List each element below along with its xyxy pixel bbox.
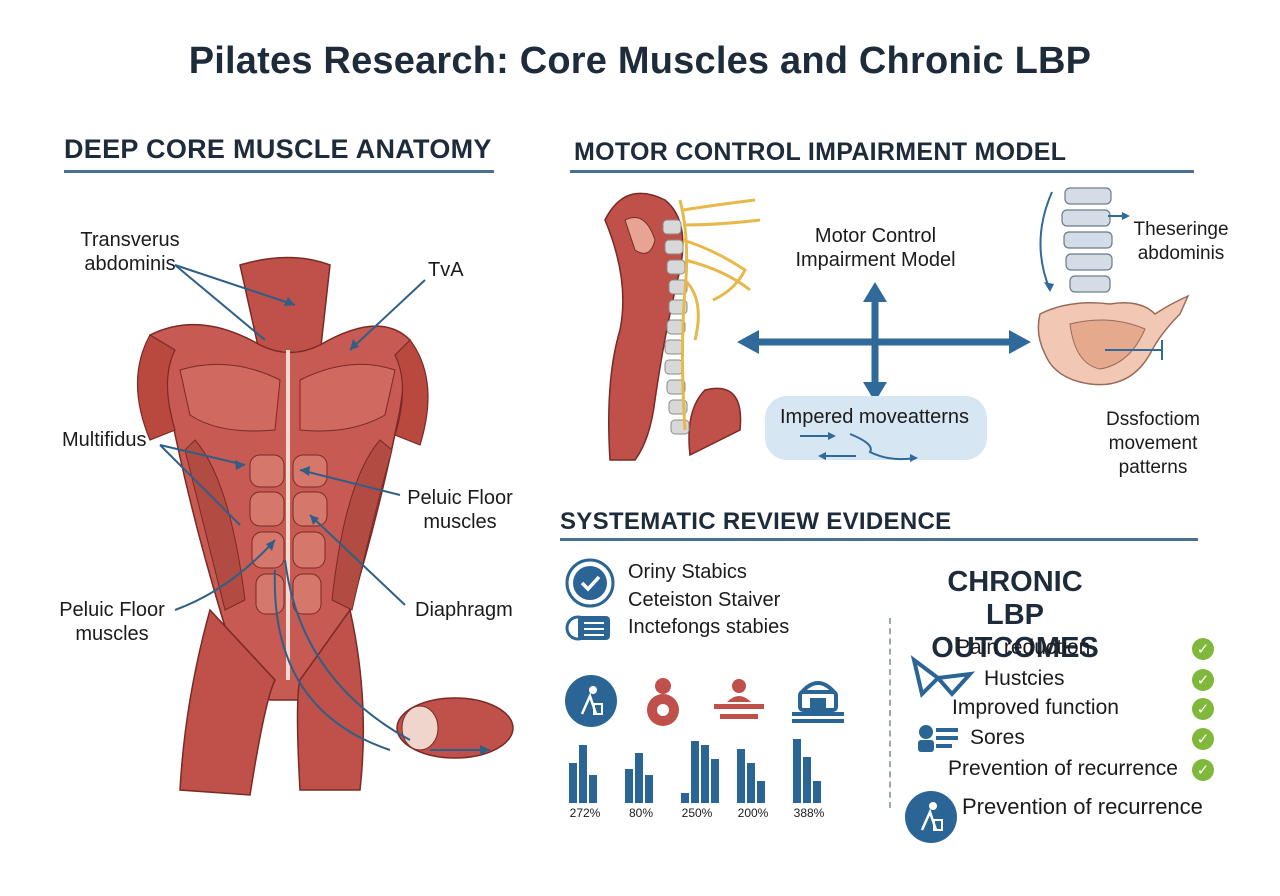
outcome-item-1: Pain reduction <box>956 636 1091 659</box>
bar <box>793 739 801 803</box>
impaired-patterns-box <box>765 396 987 460</box>
bar <box>569 763 577 803</box>
clipboard-icon <box>565 615 610 641</box>
bar <box>635 753 643 803</box>
label-transversus-abdominis: Transverus abdominis <box>80 229 180 275</box>
bar <box>747 763 755 803</box>
evidence-bar-chart <box>569 739 821 803</box>
body-icon <box>647 678 679 726</box>
bar <box>681 793 689 803</box>
outcome-item-3: Improved function <box>952 696 1119 719</box>
anatomy-heading: DEEP CORE MUSCLE ANATOMY <box>64 134 492 164</box>
motor-right-top-label: Theseringe abdominis <box>1133 219 1229 264</box>
outcome-item-4: Sores <box>970 726 1025 749</box>
equipment-icon <box>792 681 844 723</box>
anatomy-heading-rule <box>64 170 494 173</box>
label-diaphragm: Diaphragm <box>415 599 513 621</box>
bar-label: 388% <box>793 806 825 820</box>
bar <box>803 757 811 803</box>
person-icon <box>565 675 617 727</box>
bar <box>645 775 653 803</box>
bar <box>691 741 699 803</box>
outcome-item-2: Hustcies <box>984 667 1065 690</box>
bar-label: 250% <box>681 806 713 820</box>
check-icon: ✓ <box>1192 759 1214 781</box>
review-item-3: Inctefongs stabies <box>628 616 790 638</box>
bar <box>589 775 597 803</box>
arrows-icon <box>910 655 976 698</box>
bar <box>737 749 745 803</box>
label-pelvic-floor-right: Peluic Floor muscles <box>407 487 513 533</box>
check-icon: ✓ <box>1192 669 1214 691</box>
motor-right-bottom-label: Dssfoctiom movement patterns <box>1106 409 1200 478</box>
bar-label: 272% <box>569 806 601 820</box>
review-heading: SYSTEMATIC REVIEW EVIDENCE <box>560 508 952 535</box>
bar <box>579 745 587 803</box>
clipboard-small-icon <box>918 725 958 752</box>
check-circle-icon <box>565 558 615 608</box>
outcome-item-5: Prevention of recurrence <box>948 757 1178 780</box>
review-item-1: Oriny Stabics <box>628 561 747 583</box>
bar <box>701 745 709 803</box>
bar <box>711 759 719 803</box>
outcomes-divider <box>889 618 891 808</box>
pelvis-illustration <box>1037 294 1190 386</box>
outcomes-heading: CHRONIC LBP OUTCOMES <box>931 566 1099 664</box>
label-pelvic-floor-left: Peluic Floor muscles <box>59 599 165 645</box>
bar-label: 200% <box>737 806 769 820</box>
bar <box>625 769 633 803</box>
bar <box>813 781 821 803</box>
check-icon: ✓ <box>1192 638 1214 660</box>
impaired-patterns-label: Impered moveatterns <box>780 406 969 428</box>
motor-heading-rule <box>570 170 1194 173</box>
check-icon: ✓ <box>1192 698 1214 720</box>
label-multifidus: Multifidus <box>62 429 147 451</box>
check-icon: ✓ <box>1192 728 1214 750</box>
outcomes-footer: Prevention of recurrence <box>962 794 1203 819</box>
page-title: Pilates Research: Core Muscles and Chron… <box>188 40 1092 82</box>
spine-nerve-illustration <box>604 192 761 461</box>
bar-label: 80% <box>628 806 654 820</box>
motor-arrows <box>737 282 1031 402</box>
motor-heading: MOTOR CONTROL IMPAIRMENT MODEL <box>574 138 1067 166</box>
motor-center-label: Motor Control Impairment Model <box>795 225 956 271</box>
person-footer-icon <box>905 791 957 843</box>
patient-bed-icon <box>714 679 764 719</box>
torso-illustration <box>137 256 514 796</box>
pattern-arrows-icon <box>800 432 918 462</box>
bar <box>757 781 765 803</box>
vertebra-illustration <box>1039 187 1130 293</box>
label-tva: TvA <box>428 259 464 281</box>
review-item-2: Ceteiston Staiver <box>628 589 781 611</box>
review-heading-rule <box>560 538 1198 541</box>
